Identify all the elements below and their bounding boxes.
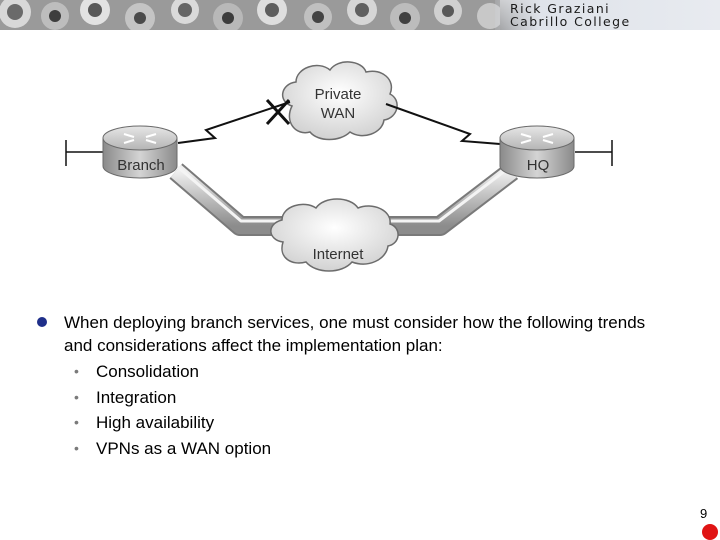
- main-bullet-text: When deploying branch services, one must…: [64, 313, 646, 355]
- bullet-content: When deploying branch services, one must…: [36, 311, 676, 461]
- internet-label: Internet: [313, 246, 365, 263]
- sub-bullet-item: • Integration: [36, 385, 676, 411]
- link-failure-x-icon: [265, 98, 291, 126]
- serial-link-hq: [385, 103, 501, 145]
- hq-router-icon: [499, 125, 575, 179]
- internet-cloud: [270, 198, 399, 272]
- private-wan-label-line2: WAN: [321, 105, 355, 122]
- sub-bullet-list: • Consolidation • Integration • High ava…: [36, 359, 676, 461]
- header-banner: Rick Graziani Cabrillo College: [0, 0, 720, 30]
- corner-dot: [702, 524, 718, 540]
- sub-bullet-text: Consolidation: [96, 362, 200, 381]
- sub-bullet-text: VPNs as a WAN option: [96, 438, 272, 458]
- sub-bullet-dot: •: [74, 439, 79, 456]
- banner-college: Cabrillo College: [510, 14, 631, 29]
- main-bullet-dot: [37, 317, 47, 327]
- branch-router-icon: [102, 125, 178, 179]
- branch-lan-line: [65, 140, 103, 166]
- main-bullet: When deploying branch services, one must…: [36, 311, 676, 357]
- banner-graphic: [0, 0, 500, 30]
- sub-bullet-text: High availability: [96, 413, 215, 432]
- banner-text-panel: [495, 0, 720, 30]
- page-number: 9: [700, 506, 708, 521]
- hq-lan-line: [575, 140, 613, 166]
- sub-bullet-item: • VPNs as a WAN option: [36, 436, 676, 462]
- banner-author: Rick Graziani: [510, 1, 611, 16]
- sub-bullet-dot: •: [74, 414, 79, 430]
- hq-label: HQ: [527, 157, 550, 174]
- sub-bullet-text: Integration: [96, 387, 177, 407]
- sub-bullet-item: • High availability: [36, 410, 676, 436]
- sub-bullet-item: • Consolidation: [36, 359, 676, 385]
- serial-link-branch: [177, 101, 291, 144]
- sub-bullet-dot: •: [74, 388, 79, 405]
- branch-label: Branch: [117, 157, 165, 174]
- private-wan-label-line1: Private: [315, 86, 362, 103]
- network-diagram: Internet Private WAN Branch: [65, 61, 613, 272]
- sub-bullet-dot: •: [74, 363, 79, 379]
- private-wan-cloud: [282, 61, 398, 141]
